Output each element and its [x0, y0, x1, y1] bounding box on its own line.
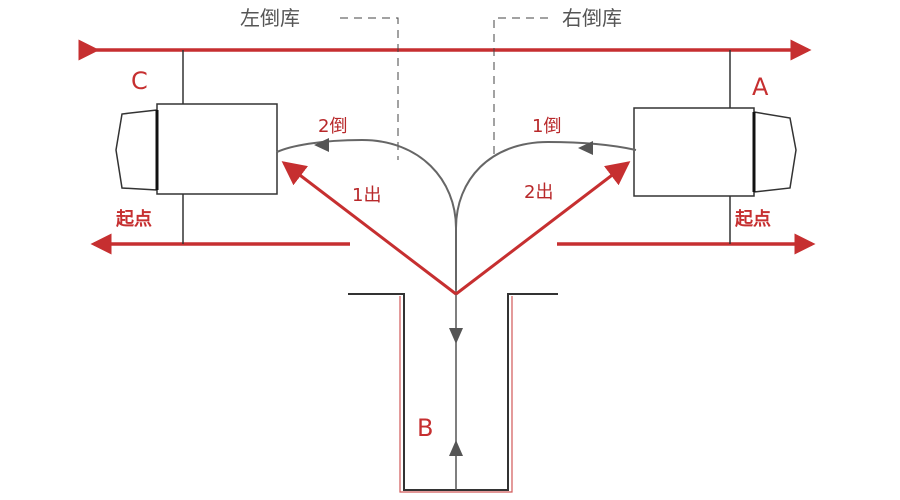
label-point-c: C — [131, 67, 148, 95]
label-step-1-reverse: 1倒 — [532, 116, 562, 137]
label-step-2-reverse: 2倒 — [318, 116, 348, 137]
car-right — [633, 107, 797, 197]
label-step-2-out: 2出 — [524, 182, 554, 203]
exit-line-left — [281, 161, 457, 296]
label-left-reverse: 左倒库 — [240, 6, 300, 30]
garage-outline — [348, 293, 558, 491]
exit-line-right — [455, 161, 631, 296]
label-point-b: B — [417, 414, 434, 442]
dashed-guide-right — [493, 17, 548, 160]
label-start-left: 起点 — [116, 209, 152, 230]
label-step-1-out: 1出 — [352, 185, 382, 206]
arrow-2-reverse — [314, 138, 329, 152]
label-point-a: A — [752, 73, 769, 101]
dashed-guide-left — [340, 17, 399, 160]
garage-inner-outline — [399, 296, 513, 493]
curve-right-reverse — [455, 140, 637, 229]
arrow-center-up — [449, 440, 463, 456]
label-start-right: 起点 — [735, 209, 771, 230]
arrow-center-down — [449, 328, 463, 344]
curve-left-reverse — [276, 138, 457, 290]
arrow-1-reverse — [578, 141, 593, 155]
label-right-reverse: 右倒库 — [562, 6, 622, 30]
car-left — [115, 103, 278, 195]
